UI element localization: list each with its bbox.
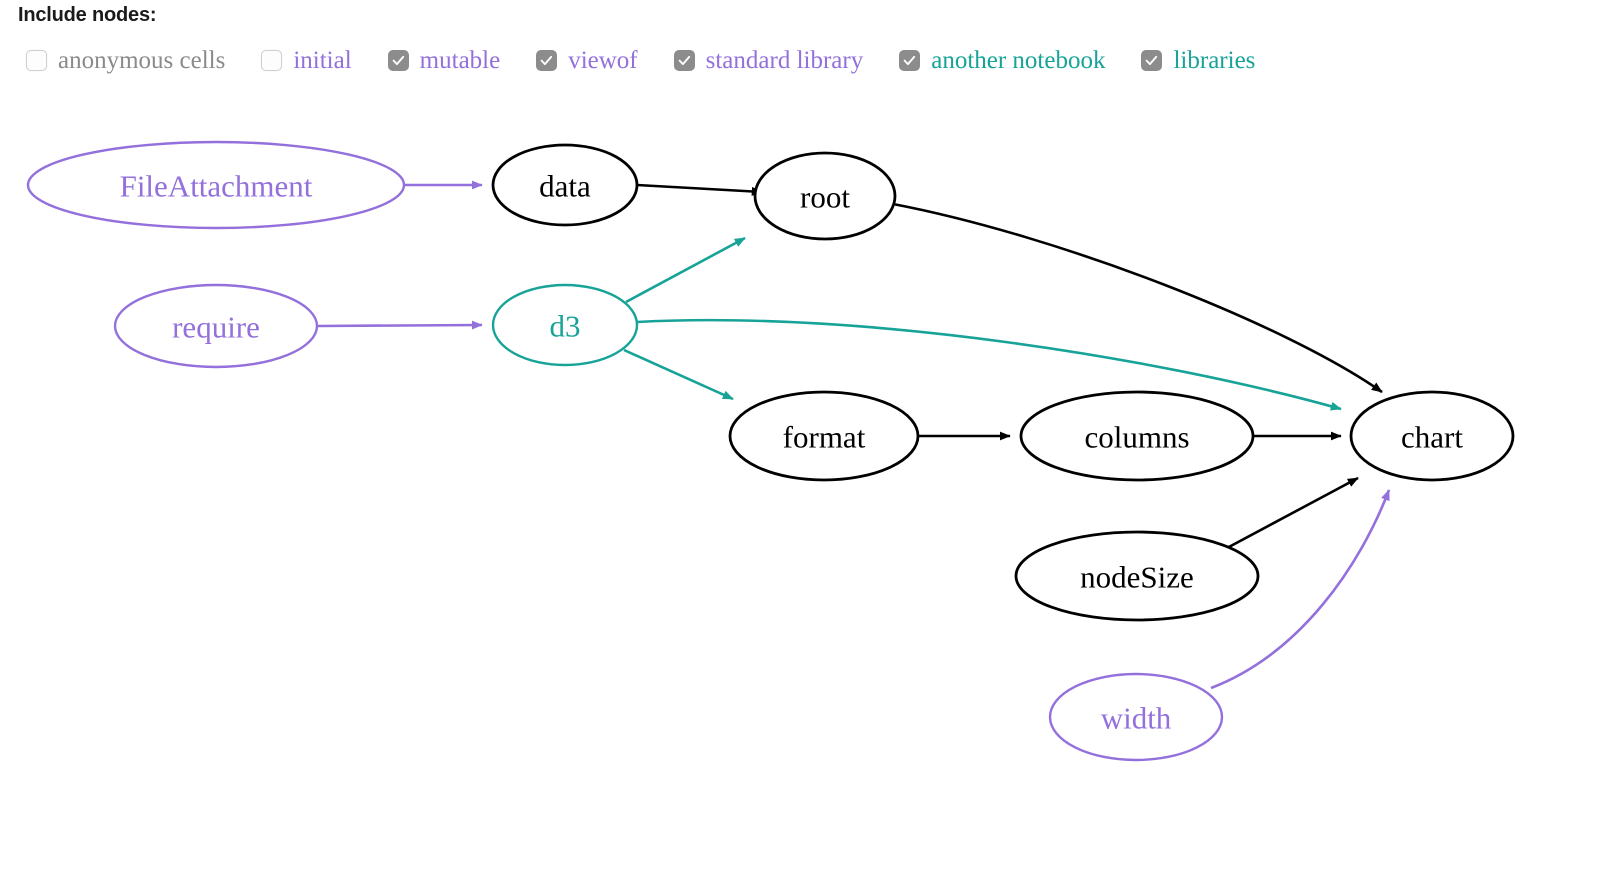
checkbox-item-viewof[interactable]: viewof	[536, 47, 638, 74]
checkbox-item-libraries[interactable]: libraries	[1141, 48, 1255, 73]
edge-root-to-chart	[892, 202, 1383, 394]
dependency-graph: FileAttachment data root require d3 form…	[0, 96, 1602, 870]
checkbox-checked-icon[interactable]	[387, 50, 409, 71]
checkbox-item-anonymous-cells[interactable]: anonymous cells	[26, 48, 225, 73]
graph-edges	[317, 180, 1391, 690]
checkbox-item-mutable[interactable]: mutable	[387, 47, 501, 74]
checkbox-item-initial[interactable]: initial	[261, 47, 352, 74]
graph-node-fileattachment[interactable]: FileAttachment	[26, 140, 406, 230]
checkbox-checked-icon[interactable]	[1141, 50, 1163, 71]
graph-nodes: FileAttachment data root require d3 form…	[26, 140, 1515, 762]
graph-node-d3[interactable]: d3	[491, 283, 639, 367]
checkbox-label-viewof: viewof	[568, 47, 638, 74]
checkbox-label-mutable: mutable	[419, 47, 501, 74]
edge-d3-to-root	[625, 236, 746, 304]
graph-node-label-format: format	[783, 420, 866, 455]
edge-require-to-d3	[317, 320, 483, 330]
edge-d3-to-format	[623, 348, 734, 401]
edge-data-to-root	[636, 183, 763, 196]
edge-d3-to-chart	[636, 318, 1342, 411]
checkbox-item-standard-library[interactable]: standard library	[673, 47, 864, 74]
graph-node-columns[interactable]: columns	[1019, 390, 1255, 482]
checkbox-label-another-notebook: another notebook	[931, 47, 1106, 74]
checkbox-unchecked-icon[interactable]	[261, 50, 283, 71]
graph-node-label-d3: d3	[550, 309, 581, 344]
graph-node-nodesize[interactable]: nodeSize	[1014, 530, 1260, 622]
graph-node-require[interactable]: require	[113, 283, 319, 369]
checkbox-checked-icon[interactable]	[536, 50, 558, 71]
checkbox-label-anonymous-cells: anonymous cells	[58, 47, 226, 74]
graph-node-label-root: root	[800, 180, 850, 215]
graph-node-root[interactable]: root	[753, 151, 897, 241]
graph-node-label-require: require	[172, 310, 260, 345]
filter-title: Include nodes:	[18, 4, 157, 26]
edge-width-to-chart	[1210, 489, 1391, 690]
graph-node-label-columns: columns	[1084, 420, 1189, 455]
graph-node-label-fileattachment: FileAttachment	[120, 169, 313, 204]
checkbox-unchecked-icon[interactable]	[26, 50, 47, 71]
graph-node-width[interactable]: width	[1048, 672, 1224, 762]
checkbox-label-standard-library: standard library	[705, 47, 864, 74]
graph-node-label-chart: chart	[1401, 420, 1463, 455]
graph-node-label-width: width	[1101, 701, 1172, 736]
graph-node-data[interactable]: data	[491, 143, 639, 227]
checkbox-item-another-notebook[interactable]: another notebook	[899, 48, 1105, 73]
checkbox-label-libraries: libraries	[1173, 47, 1256, 74]
checkbox-checked-icon[interactable]	[899, 50, 921, 71]
checkbox-checked-icon[interactable]	[673, 50, 695, 71]
graph-node-chart[interactable]: chart	[1349, 390, 1515, 482]
graph-node-format[interactable]: format	[728, 390, 920, 482]
graph-node-label-nodesize: nodeSize	[1080, 560, 1194, 595]
edge-nodesize-to-chart	[1226, 476, 1359, 550]
include-nodes-checkbox-group: anonymous cells initial mutable viewof s…	[26, 48, 1255, 73]
checkbox-label-initial: initial	[293, 47, 352, 74]
graph-node-label-data: data	[539, 169, 591, 204]
